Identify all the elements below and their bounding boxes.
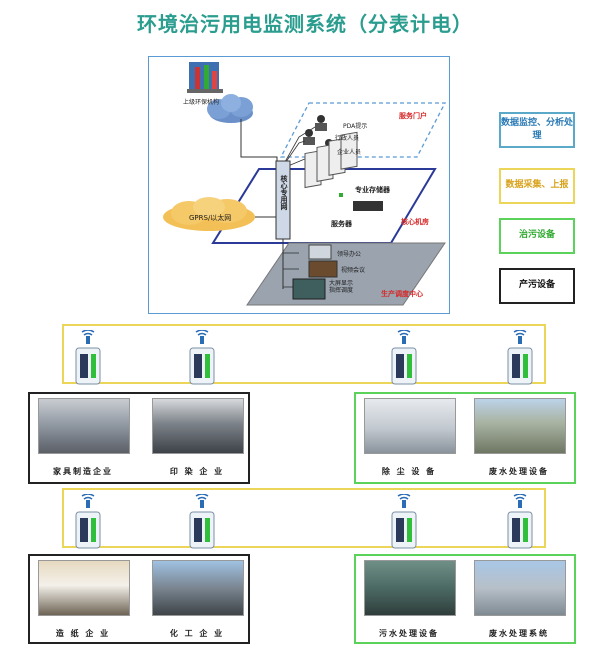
meter-device-icon	[507, 329, 533, 385]
caption-furniture: 家具制造企业	[53, 467, 113, 476]
legend-monitor: 数据监控、分析处理	[499, 112, 575, 148]
building-icon	[187, 62, 223, 93]
big-screen-icon	[292, 278, 326, 300]
collect-box-row2	[62, 488, 546, 548]
meter-device	[68, 329, 108, 390]
meter-device	[500, 493, 540, 554]
chemical-factory-photo	[152, 560, 244, 616]
video-meeting-icon	[308, 260, 338, 278]
wastewater-equipment-photo	[474, 398, 566, 454]
meter-device-icon	[75, 329, 101, 385]
label-gprs-ethernet: GPRS/以太网	[189, 214, 232, 222]
legend-collect: 数据采集、上报	[499, 168, 575, 204]
label-video-meeting: 视频会议	[341, 267, 366, 274]
treatment-box-row1	[354, 392, 576, 484]
storage-icon	[353, 201, 383, 211]
paper-factory-photo	[38, 560, 130, 616]
label-big-screen: 大屏显示 指挥调度	[329, 280, 354, 294]
label-admin-staff: 行政人员	[335, 135, 360, 142]
service-portal-zone	[279, 102, 447, 158]
caption-chemical: 化 工 企 业	[169, 629, 225, 638]
meter-device-icon	[189, 493, 215, 549]
caption-paper: 造 纸 企 业	[55, 629, 111, 638]
meter-device	[384, 329, 424, 390]
label-office: 领导办公	[337, 251, 362, 258]
label-server: 服务器	[331, 220, 352, 228]
meter-device	[182, 329, 222, 390]
office-icon	[308, 244, 332, 260]
meter-device	[68, 493, 108, 554]
caption-wastewater-equipment: 废水处理设备	[489, 467, 549, 476]
polluting-box-row1	[28, 392, 250, 484]
label-storage: 专业存储器	[355, 186, 390, 194]
meter-device-icon	[75, 493, 101, 549]
treatment-box-row2	[354, 554, 576, 644]
meter-device-icon	[189, 329, 215, 385]
dust-removal-photo	[364, 398, 456, 454]
polluting-box-row2	[28, 554, 250, 644]
label-dispatch-center: 生产调度中心	[381, 290, 423, 298]
page-title: 环境治污用电监测系统（分表计电）	[137, 12, 473, 36]
collect-box-row1	[62, 324, 546, 384]
caption-dust-removal: 除 尘 设 备	[381, 467, 437, 476]
dyeing-factory-photo	[152, 398, 244, 454]
legend-treatment: 治污设备	[499, 218, 575, 254]
label-core-network: 核心专用网	[280, 175, 288, 210]
meter-device	[182, 493, 222, 554]
caption-dyeing: 印 染 企 业	[169, 467, 225, 476]
meter-device-icon	[391, 329, 417, 385]
wastewater-system-photo	[474, 560, 566, 616]
furniture-factory-photo	[38, 398, 130, 454]
caption-sewage: 污水处理设备	[379, 629, 439, 638]
label-service-portal: 服务门户	[399, 112, 427, 120]
meter-device	[500, 329, 540, 390]
system-diagram-svg	[163, 62, 447, 306]
meter-device-icon	[391, 493, 417, 549]
caption-wastewater-system: 废水处理系统	[489, 629, 549, 638]
label-upper-agency: 上级环保机构	[183, 99, 220, 106]
label-core-room: 核心机房	[401, 218, 429, 226]
gprs-cloud-icon	[163, 197, 255, 231]
meter-device	[384, 493, 424, 554]
label-pda: PDA提示	[343, 123, 368, 130]
meter-device-icon	[507, 493, 533, 549]
legend-polluting: 产污设备	[499, 268, 575, 304]
server-icon	[304, 131, 358, 189]
label-enterprise-staff: 企业人员	[337, 149, 362, 156]
system-diagram: 上级环保机构 服务门户 PDA提示 行政人员 企业人员 核心专用网 专业存储器 …	[148, 56, 450, 314]
cloud-icon	[207, 94, 253, 123]
sewage-equipment-photo	[364, 560, 456, 616]
